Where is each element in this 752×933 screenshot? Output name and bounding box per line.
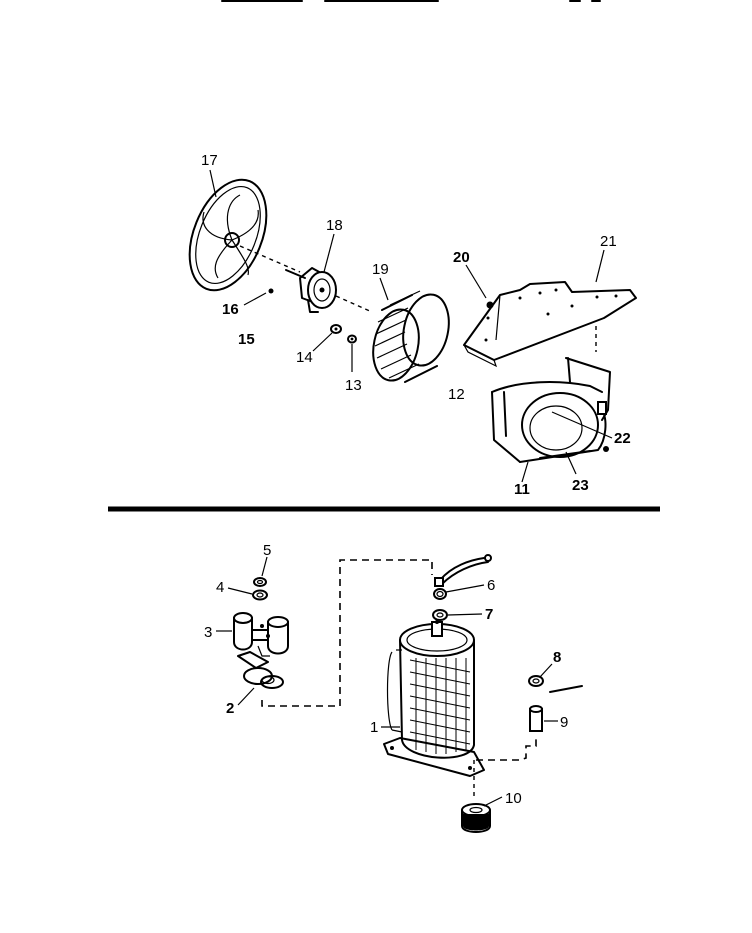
label-3: 3 xyxy=(204,624,212,641)
blower-wheel xyxy=(372,290,450,383)
screw-22 xyxy=(603,446,609,452)
compressor-texture xyxy=(409,658,471,754)
grommet-10 xyxy=(461,803,491,833)
label-11: 11 xyxy=(514,481,530,498)
label-12: 12 xyxy=(448,386,465,403)
label-9: 9 xyxy=(560,714,568,731)
label-16: 16 xyxy=(222,301,239,318)
nut-5 xyxy=(253,577,267,587)
lower-leader-lines xyxy=(216,556,558,807)
label-10: 10 xyxy=(505,790,522,807)
stud-line xyxy=(549,685,583,693)
label-8: 8 xyxy=(553,649,561,666)
nut-14 xyxy=(330,324,342,334)
label-23: 23 xyxy=(572,477,589,494)
label-15: 15 xyxy=(238,331,255,348)
label-20: 20 xyxy=(453,249,470,266)
fan-motor xyxy=(239,245,373,313)
label-18: 18 xyxy=(326,217,343,234)
screw-16 xyxy=(268,288,274,294)
label-2: 2 xyxy=(226,700,234,717)
terminal-wire xyxy=(433,554,492,600)
nut-8 xyxy=(528,675,544,687)
wiring-dash-lines xyxy=(261,559,537,761)
nut-13 xyxy=(347,334,357,344)
capacitor xyxy=(233,612,289,657)
label-5: 5 xyxy=(263,542,271,559)
blower-housing xyxy=(491,357,611,463)
spacer-9 xyxy=(529,705,543,732)
label-17: 17 xyxy=(201,152,218,169)
label-14: 14 xyxy=(296,349,313,366)
label-1: 1 xyxy=(370,719,378,736)
label-7: 7 xyxy=(485,606,493,623)
upper-leader-lines xyxy=(209,169,613,483)
compressor xyxy=(383,620,485,800)
label-6: 6 xyxy=(487,577,495,594)
label-13: 13 xyxy=(345,377,362,394)
grommet-7 xyxy=(432,609,448,621)
label-21: 21 xyxy=(600,233,617,250)
mounting-bracket xyxy=(463,281,637,368)
fan-blade xyxy=(188,178,268,292)
washer-4 xyxy=(252,589,268,601)
label-4: 4 xyxy=(216,579,224,596)
label-22: 22 xyxy=(614,430,631,447)
label-19: 19 xyxy=(372,261,389,278)
capacitor-strap xyxy=(237,651,284,689)
